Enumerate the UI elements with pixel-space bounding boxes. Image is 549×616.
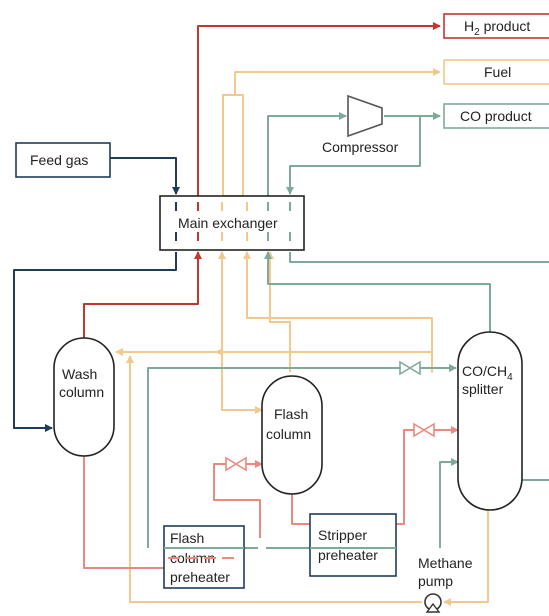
wash-column-label-1: Wash	[62, 366, 97, 382]
splitter-label-2: splitter	[462, 381, 504, 397]
fuel-box	[443, 59, 549, 85]
flash-column-label-1: Flash	[274, 406, 308, 422]
compressor-label: Compressor	[322, 139, 399, 155]
fuel-riser	[222, 94, 244, 197]
splitter-label-1: CO/CH	[462, 363, 507, 379]
flash-bottoms	[291, 494, 310, 525]
h2-product-box	[443, 13, 549, 39]
pump-base-icon	[425, 602, 441, 613]
flash-preheater-label-1: Flash	[170, 530, 204, 546]
h2-subscript: 2	[474, 27, 480, 38]
methane-pump-label-2: pump	[418, 573, 453, 589]
svg-text:CO/CH4: CO/CH4	[462, 363, 513, 383]
h2-product-label: H	[464, 18, 474, 34]
feed-gas-box	[15, 142, 111, 178]
co-ch4-splitter	[457, 331, 523, 511]
exchanger-to-wash	[13, 252, 177, 432]
wash-bottoms	[83, 456, 164, 569]
methane-pump-label-1: Methane	[418, 555, 473, 571]
splitter-bottom-feed	[439, 458, 459, 548]
feed-gas-label: Feed gas	[30, 152, 88, 168]
svg-text:H2 product: H2 product	[464, 18, 530, 38]
fuel-to-flash	[221, 360, 263, 414]
main-exchanger-label: Main exchanger	[178, 215, 278, 231]
fuel-header	[215, 306, 433, 373]
valve-icon	[225, 456, 247, 472]
h2-product-stream	[197, 22, 441, 196]
flash-preheater-label-3: preheater	[170, 569, 230, 585]
fuel-label: Fuel	[484, 64, 511, 80]
compressor-icon	[347, 94, 383, 138]
stripper-preheater-label-2: preheater	[318, 547, 378, 563]
co-product-label: CO product	[460, 108, 532, 124]
pump-discharge	[126, 355, 422, 603]
stripper-to-splitter	[396, 426, 459, 525]
splitter-subscript: 4	[507, 372, 513, 383]
exchanger-side-return	[289, 252, 549, 263]
flash-column	[261, 375, 323, 495]
wash-column-label-2: column	[59, 384, 104, 400]
feed-gas-stream	[110, 157, 180, 195]
h2-product-suffix: product	[480, 18, 531, 34]
stripper-preheater	[309, 513, 397, 577]
co-product-box	[443, 103, 549, 129]
methane-recycle	[443, 510, 489, 606]
splitter-overhead-return	[264, 251, 491, 332]
co-product-stream	[267, 112, 347, 196]
co-liquid-feed	[147, 364, 457, 548]
flash-column-label-2: column	[266, 426, 311, 442]
fuel-stream	[234, 68, 441, 196]
compressor-recycle	[286, 116, 421, 195]
stripper-preheater-label-1: Stripper	[318, 527, 367, 543]
wash-to-exchanger-stream	[83, 251, 202, 338]
exchanger-label-backdrop	[172, 214, 294, 232]
fuel-return-3	[266, 251, 291, 372]
valve-icon	[413, 422, 435, 438]
valve-icon	[399, 360, 421, 376]
wash-column	[53, 337, 115, 457]
